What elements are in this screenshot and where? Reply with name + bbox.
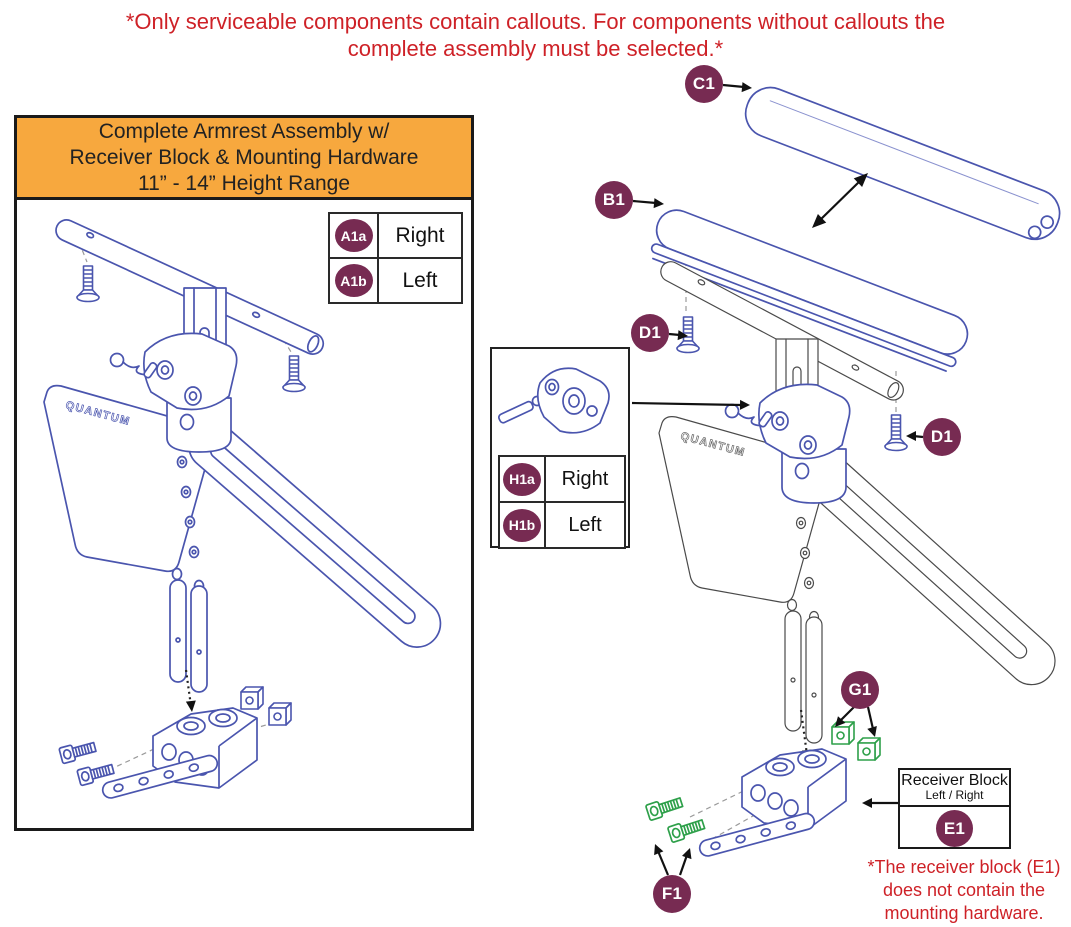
callout-d1-side[interactable]: D1 [923, 418, 961, 456]
armrest-tube [660, 261, 904, 401]
receiver-block-label-head: Receiver Block Left / Right [900, 770, 1009, 807]
callout-e1[interactable]: E1 [936, 810, 973, 847]
panel-header-line-1: Complete Armrest Assembly w/ [98, 119, 390, 143]
callout-a1b[interactable]: A1b [334, 264, 373, 297]
complete-assembly-panel: Complete Armrest Assembly w/ Receiver Bl… [14, 115, 474, 831]
callout-h1b[interactable]: H1b [503, 508, 541, 542]
lower-posts [784, 610, 823, 744]
serviceable-components-note: *Only serviceable components contain cal… [0, 8, 1071, 62]
h1-callout-table: H1a Right H1b Left [498, 455, 626, 549]
callout-arrows [631, 82, 924, 876]
receiver-block [697, 748, 847, 859]
receiver-block-note: *The receiver block (E1) does not contai… [858, 856, 1070, 925]
a1b-label: Left [377, 257, 463, 304]
a1a-label: Right [377, 212, 463, 259]
clamp [143, 332, 238, 411]
a1-callout-table: A1a Right A1b Left [328, 212, 463, 304]
table-row: A1a Right [328, 212, 463, 259]
receiver-block-subtitle: Left / Right [925, 788, 984, 802]
drop-arrow [184, 669, 196, 712]
note-line-3: mounting hardware. [884, 903, 1044, 923]
note-line-1: *Only serviceable components contain cal… [125, 9, 946, 34]
clamp-cuff [781, 448, 847, 504]
callout-h1a[interactable]: H1a [503, 462, 541, 496]
panel-header: Complete Armrest Assembly w/ Receiver Bl… [17, 118, 471, 200]
armrest-pad-c1 [744, 86, 1061, 241]
lanyard-pin [109, 352, 158, 379]
clamp-cuff [166, 397, 232, 453]
callout-g1[interactable]: G1 [841, 671, 879, 709]
h1-clamp-drawing [498, 367, 610, 434]
callout-f1[interactable]: F1 [653, 875, 691, 913]
lanyard-pin [724, 403, 773, 428]
callout-d1-top[interactable]: D1 [631, 314, 669, 352]
note-line-2: complete assembly must be selected.* [347, 36, 724, 61]
h1b-label: Left [544, 501, 626, 549]
f1-screws [644, 793, 707, 844]
lower-posts [169, 579, 208, 693]
panel-header-line-2: Receiver Block & Mounting Hardware [69, 145, 419, 169]
table-row: A1b Left [328, 257, 463, 304]
panel-diagram-area: QUANTUM [17, 200, 471, 831]
h1-clamp-box: H1a Right H1b Left [490, 347, 630, 549]
table-row: H1b Left [498, 501, 626, 549]
left-assembly-diagram: QUANTUM [43, 219, 442, 801]
note-line-2: does not contain the [882, 880, 1046, 900]
exploded-assembly-diagram: QUANTUM [631, 82, 1061, 876]
receiver-block-label-box: Receiver Block Left / Right E1 [898, 768, 1011, 849]
h1a-label: Right [544, 455, 626, 503]
interchange-arrow [812, 173, 868, 228]
callout-c1[interactable]: C1 [685, 65, 723, 103]
table-row: H1a Right [498, 455, 626, 503]
receiver-block-label-body: E1 [900, 810, 1009, 847]
note-line-1: *The receiver block (E1) [867, 857, 1061, 877]
callout-a1a[interactable]: A1a [334, 219, 373, 252]
callout-b1[interactable]: B1 [595, 181, 633, 219]
clamp [758, 383, 851, 460]
panel-header-line-3: 11” - 14” Height Range [137, 171, 351, 195]
receiver-block [58, 707, 258, 801]
receiver-block-title: Receiver Block [901, 772, 1008, 789]
